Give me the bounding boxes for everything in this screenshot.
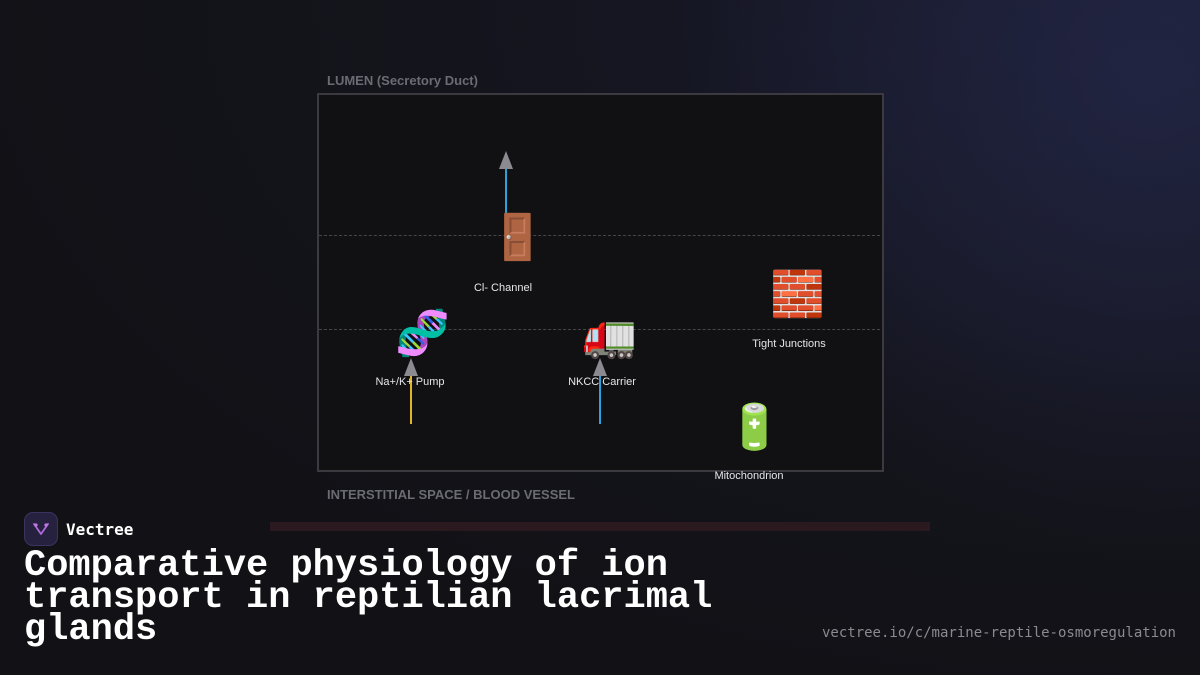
- apical-membrane: [319, 235, 880, 236]
- basolateral-membrane: [319, 329, 880, 330]
- nkcc-flux-arrow-line: [599, 374, 601, 424]
- door-icon: 🚪: [490, 213, 545, 262]
- cl-flux-arrow-line: [505, 168, 507, 220]
- brand-name: Vectree: [66, 519, 134, 539]
- truck-icon: 🚛: [582, 311, 637, 360]
- nkcc-carrier-label: NKCC Carrier: [568, 376, 636, 388]
- brand: Vectree: [24, 512, 133, 546]
- battery-icon: 🔋: [727, 403, 782, 452]
- nkcc-flux-arrowhead: [593, 358, 607, 376]
- video-title: Comparative physiology of ion transport …: [24, 545, 713, 651]
- tight-junctions-label: Tight Junctions: [752, 338, 826, 350]
- na-k-pump-label: Na+/K+ Pump: [375, 376, 445, 388]
- cl-channel-label: Cl- Channel: [473, 282, 533, 294]
- cl-flux-arrowhead: [499, 151, 513, 169]
- interstitial-label: INTERSTITIAL SPACE / BLOOD VESSEL: [327, 487, 575, 502]
- na-flux-arrow-line: [410, 374, 412, 424]
- brick-icon: 🧱: [770, 270, 825, 319]
- dna-icon: 🧬: [395, 309, 450, 358]
- na-flux-arrowhead: [404, 358, 418, 376]
- vectree-logo-icon: [24, 512, 58, 546]
- course-url[interactable]: vectree.io/c/marine-reptile-osmoregulati…: [821, 625, 1176, 641]
- lumen-label: LUMEN (Secretory Duct): [327, 73, 478, 88]
- video-progress-bar[interactable]: [270, 522, 930, 531]
- mitochondrion-label: Mitochondrion: [714, 470, 784, 482]
